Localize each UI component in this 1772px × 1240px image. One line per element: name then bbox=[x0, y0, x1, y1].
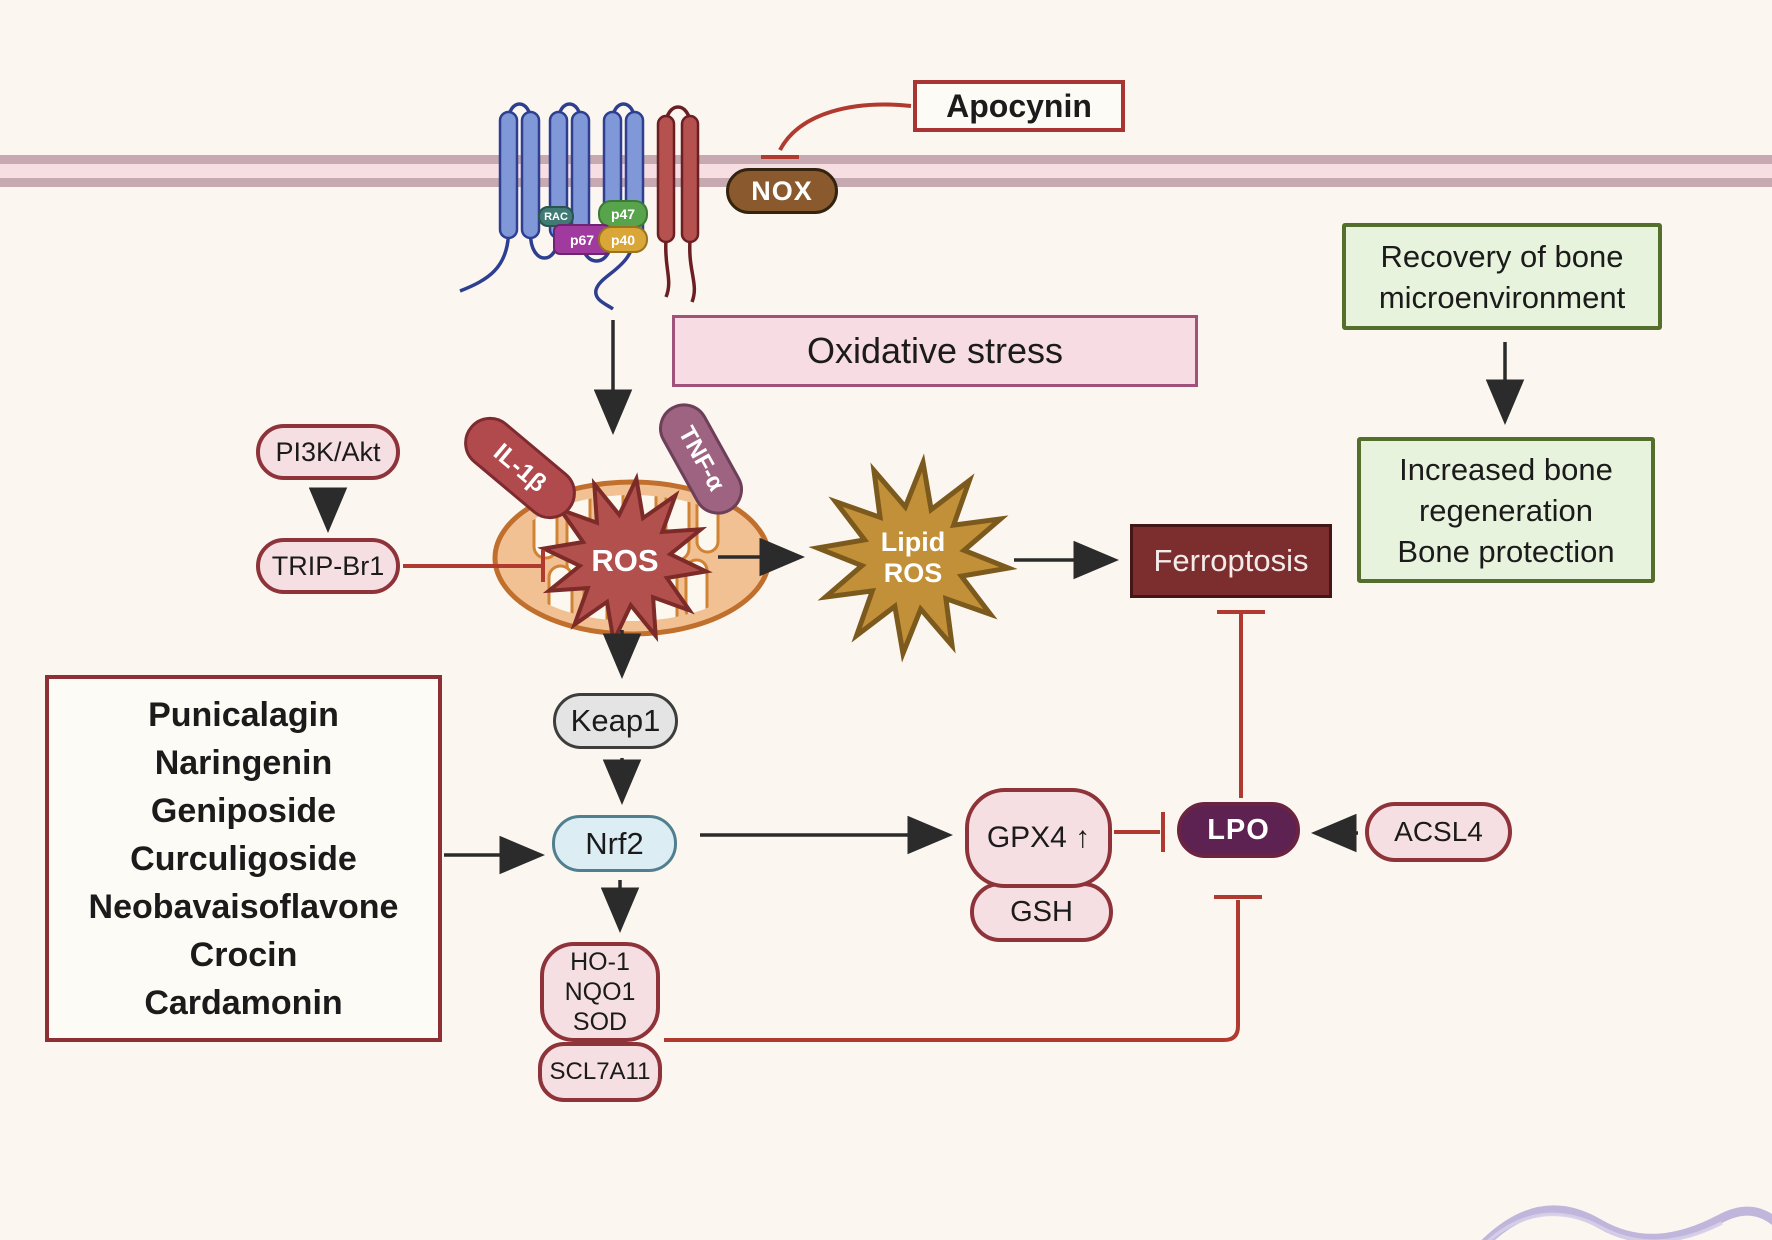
inhibit-lpo-to-ferroptosis bbox=[1217, 610, 1265, 798]
trip-br1-label: TRIP-Br1 bbox=[271, 550, 385, 581]
compound-crocin: Crocin bbox=[189, 935, 298, 974]
ho1-nqo1-sod-node: HO-1 NQO1 SOD bbox=[540, 942, 660, 1042]
inhibit-tripbr1-to-mito bbox=[403, 550, 545, 582]
subunit-p40: p40 bbox=[598, 226, 648, 253]
recovery-label: Recovery of bone microenvironment bbox=[1378, 238, 1626, 315]
gsh-node: GSH bbox=[970, 882, 1113, 942]
nqo1-label: NQO1 bbox=[564, 978, 636, 1006]
tnfa-node: TNF-α bbox=[650, 394, 752, 524]
keap1-node: Keap1 bbox=[553, 693, 678, 749]
membrane-core bbox=[0, 164, 1772, 178]
compound-cardamonin: Cardamonin bbox=[144, 983, 343, 1022]
membrane-inner-leaflet bbox=[0, 178, 1772, 187]
nrf2-node: Nrf2 bbox=[552, 815, 677, 872]
acsl4-node: ACSL4 bbox=[1365, 802, 1512, 862]
increased-line-3: Bone protection bbox=[1397, 533, 1615, 569]
oxidative-stress-box: Oxidative stress bbox=[672, 315, 1198, 387]
subunit-p47-label: p47 bbox=[610, 206, 636, 222]
increased-line-2: regeneration bbox=[1418, 492, 1594, 528]
inhibit-apocynin-to-nox bbox=[761, 102, 912, 159]
compound-curculigoside: Curculigoside bbox=[130, 839, 357, 878]
lipid-ros-line-1: Lipid bbox=[880, 527, 946, 557]
ho1-label: HO-1 bbox=[570, 948, 630, 976]
ferroptosis-box: Ferroptosis bbox=[1130, 524, 1332, 598]
gsh-label: GSH bbox=[1010, 895, 1073, 928]
il1b-label: IL-1β bbox=[488, 437, 553, 498]
il1b-node: IL-1β bbox=[453, 406, 587, 530]
apocynin-label: Apocynin bbox=[946, 87, 1092, 124]
compound-geniposide: Geniposide bbox=[150, 791, 337, 830]
scl7a11-label: SCL7A11 bbox=[549, 1058, 651, 1085]
membrane-outer-leaflet bbox=[0, 155, 1772, 164]
nox-receptor-illustration bbox=[459, 102, 700, 311]
nox-node: NOX bbox=[726, 168, 838, 214]
lpo-label: LPO bbox=[1207, 813, 1270, 846]
pi3k-akt-node: PI3K/Akt bbox=[256, 424, 400, 480]
acsl4-label: ACSL4 bbox=[1394, 816, 1483, 847]
scl7a11-node: SCL7A11 bbox=[538, 1042, 662, 1102]
pi3k-akt-label: PI3K/Akt bbox=[275, 436, 381, 467]
ros-label-wrap: ROS bbox=[565, 541, 685, 581]
subunit-p67-label: p67 bbox=[569, 231, 595, 248]
compound-naringenin: Naringenin bbox=[154, 743, 333, 782]
subunit-p40-label: p40 bbox=[610, 231, 636, 248]
compound-neobavaisoflavone: Neobavaisoflavone bbox=[88, 887, 399, 926]
lipid-ros-line-2: ROS bbox=[883, 558, 943, 588]
recovery-box: Recovery of bone microenvironment bbox=[1342, 223, 1662, 330]
nox-label: NOX bbox=[751, 175, 813, 206]
inhibit-gpx4-to-lpo bbox=[1114, 812, 1165, 852]
decorative-strand bbox=[1481, 1205, 1772, 1240]
compound-punicalagin: Punicalagin bbox=[148, 695, 339, 734]
keap1-label: Keap1 bbox=[570, 703, 661, 738]
gpx4-label: GPX4 ↑ bbox=[986, 821, 1091, 854]
sod-label: SOD bbox=[572, 1008, 628, 1036]
lpo-node: LPO bbox=[1177, 802, 1300, 858]
nrf2-label: Nrf2 bbox=[585, 825, 644, 861]
gpx4-node: GPX4 ↑ bbox=[965, 788, 1112, 888]
ferroptosis-label: Ferroptosis bbox=[1153, 543, 1309, 578]
apocynin-box: Apocynin bbox=[913, 80, 1125, 132]
increased-line-1: Increased bone bbox=[1399, 451, 1613, 487]
trip-br1-node: TRIP-Br1 bbox=[256, 538, 400, 594]
compounds-box: Punicalagin Naringenin Geniposide Curcul… bbox=[45, 675, 442, 1042]
ros-label: ROS bbox=[591, 543, 659, 578]
inhibit-ho1-to-lpo bbox=[664, 895, 1262, 1042]
oxidative-stress-label: Oxidative stress bbox=[806, 330, 1064, 371]
increased-box: Increased bone regeneration Bone protect… bbox=[1357, 437, 1655, 583]
lipid-ros-label-wrap: Lipid ROS bbox=[853, 527, 973, 589]
tnfa-label: TNF-α bbox=[672, 421, 731, 496]
subunit-rac-label: RAC bbox=[544, 210, 568, 223]
